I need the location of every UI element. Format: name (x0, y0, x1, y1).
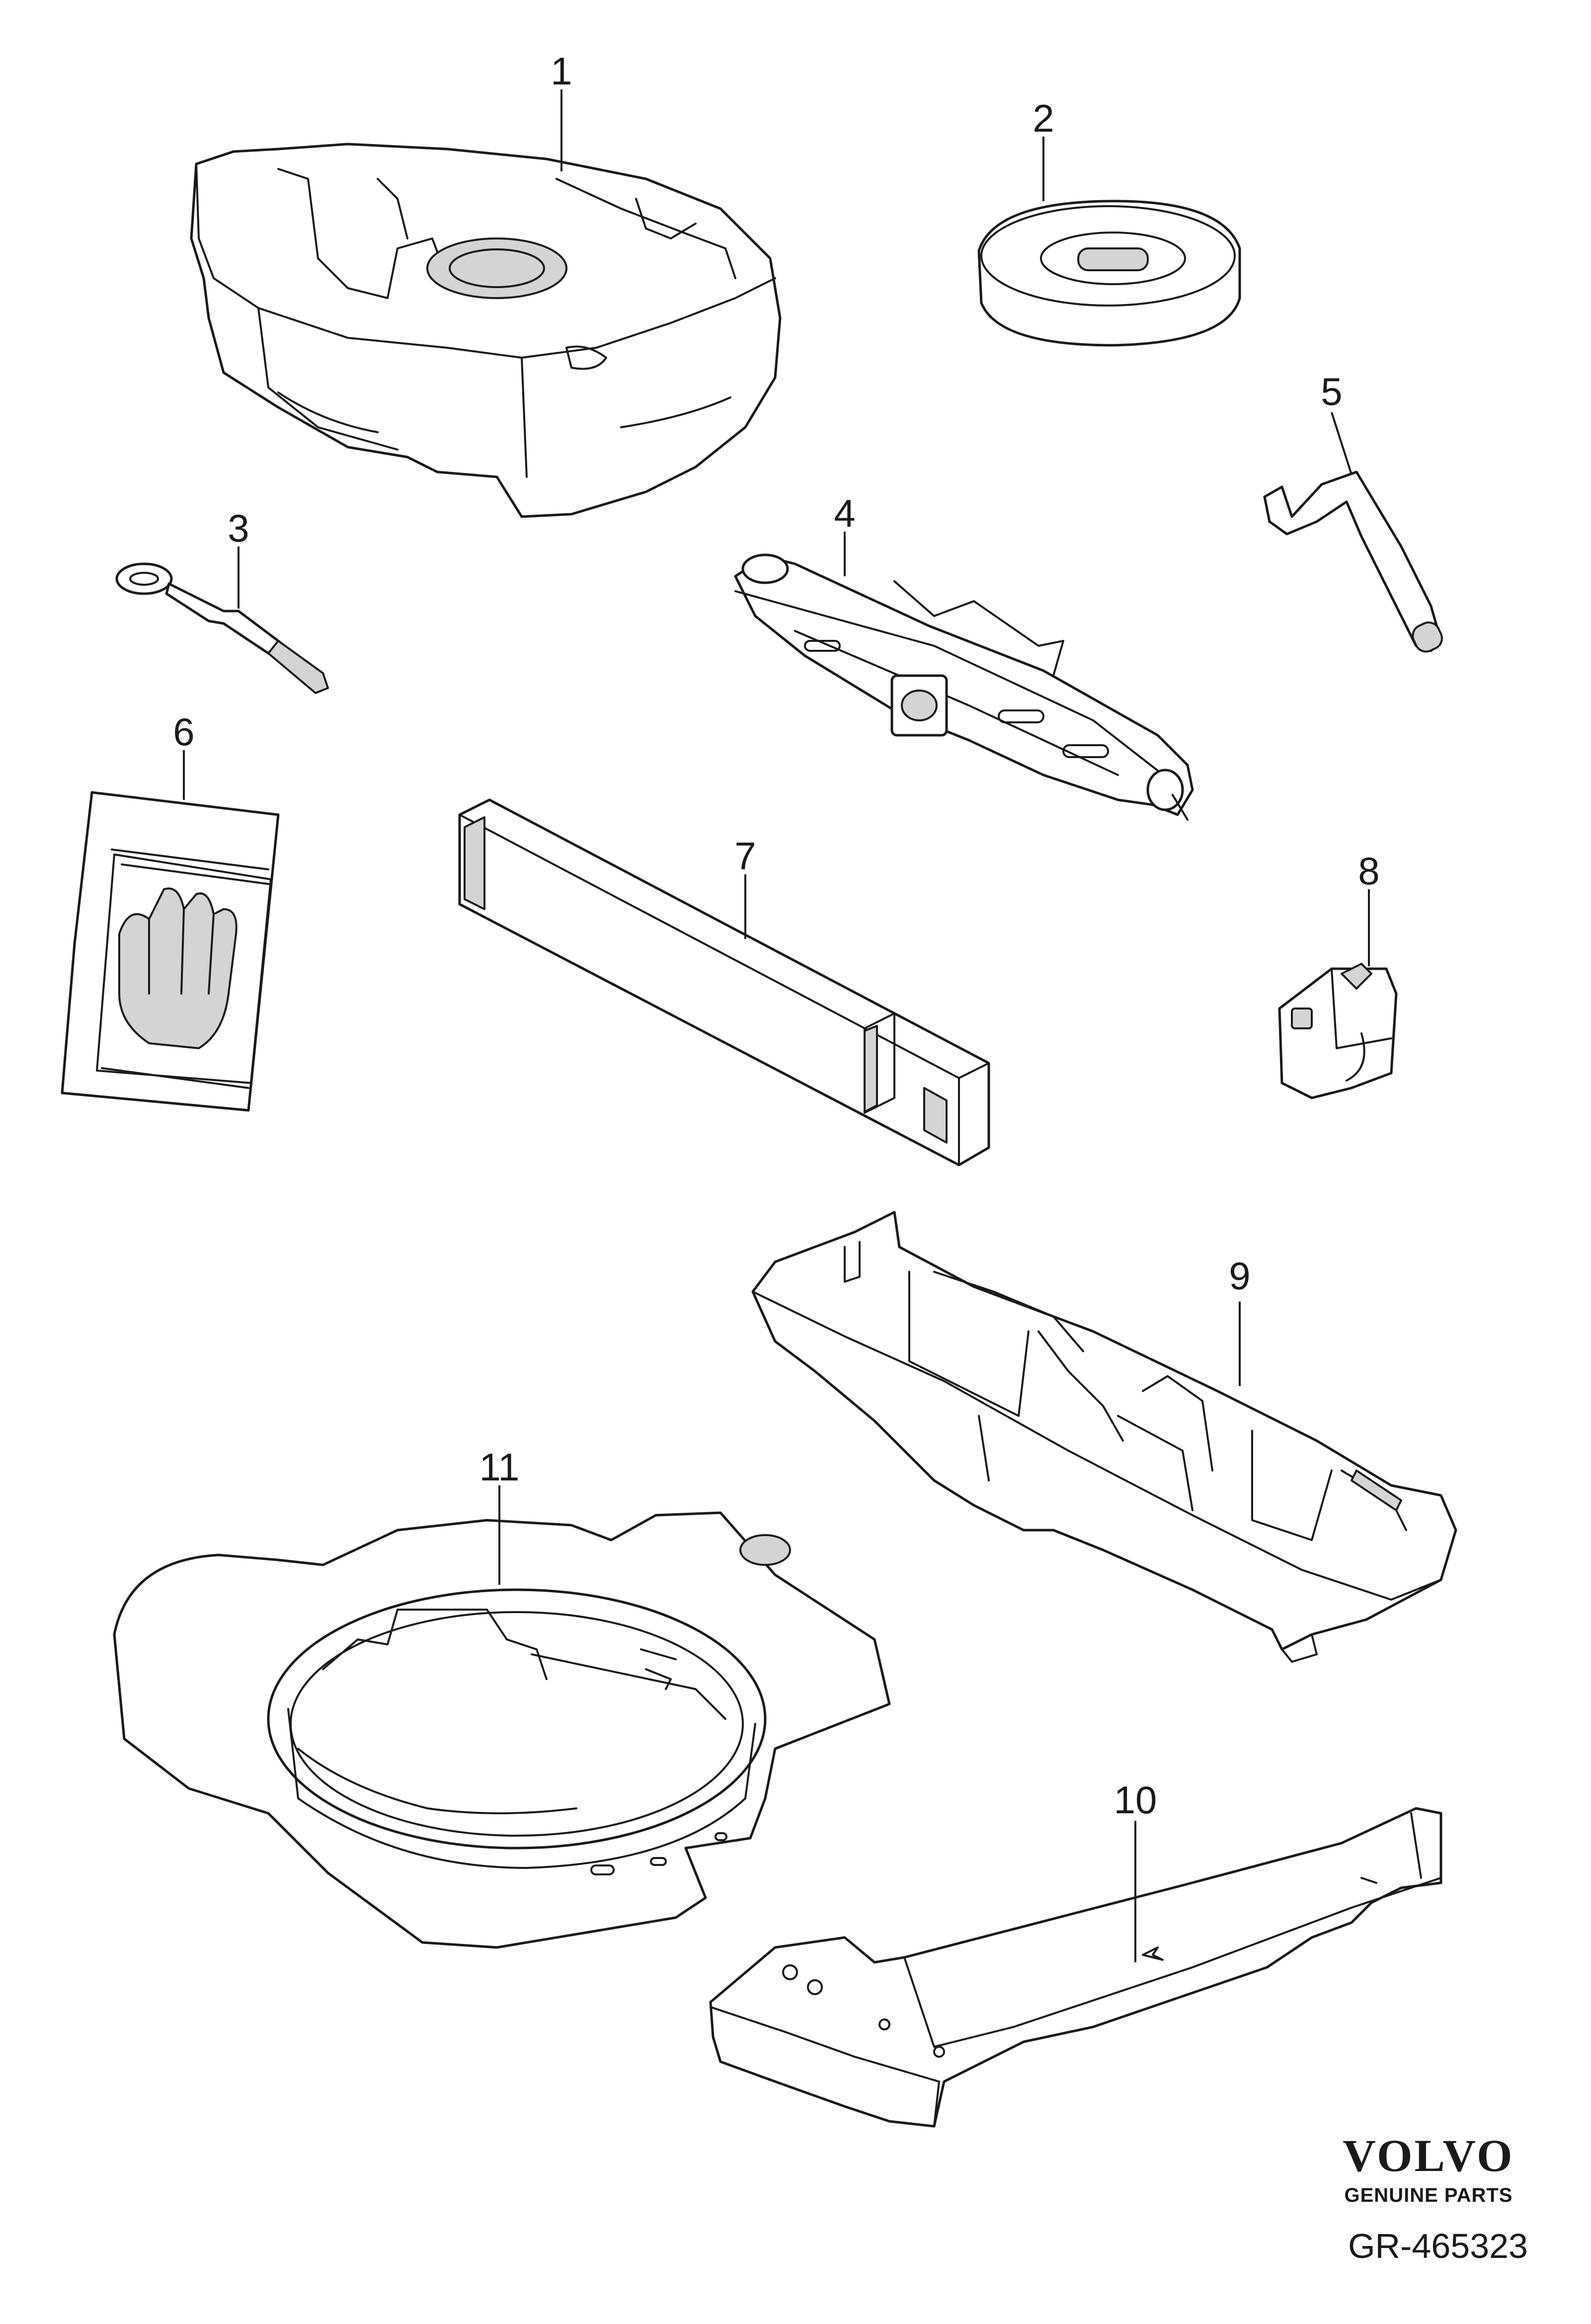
part-8-clip (1278, 963, 1398, 1099)
callout-7: 7 (734, 834, 756, 878)
volvo-logo: VOLVO GENUINE PARTS (1343, 2130, 1514, 2206)
callout-9: 9 (1229, 1254, 1250, 1298)
callout-1: 1 (551, 49, 572, 93)
diagram-reference: GR-465323 (1348, 2227, 1528, 2265)
callout-6: 6 (173, 710, 194, 754)
callout-4: 4 (834, 491, 855, 535)
brand-tagline: GENUINE PARTS (1345, 2184, 1513, 2206)
callout-11: 11 (479, 1445, 520, 1489)
callout-2: 2 (1033, 96, 1054, 140)
part-6-glove-bag (61, 791, 280, 1112)
part-4-jack (734, 553, 1194, 821)
part-2-foam-plug (977, 200, 1241, 347)
part-3-towing-eye (115, 562, 329, 694)
brand-name: VOLVO (1343, 2130, 1514, 2181)
part-9-jack-tray (751, 1211, 1457, 1663)
part-7-tool-handle (458, 798, 990, 1166)
callout-3: 3 (228, 506, 249, 550)
callout-8: 8 (1358, 849, 1379, 893)
part-10-floor-panel (709, 1807, 1442, 2128)
callout-10: 10 (1114, 1778, 1157, 1822)
callout-5: 5 (1321, 370, 1342, 413)
part-5-wheel-brace (1263, 470, 1443, 653)
part-1-foam-tray (190, 143, 782, 518)
part-11-floor-insert (113, 1511, 891, 1949)
